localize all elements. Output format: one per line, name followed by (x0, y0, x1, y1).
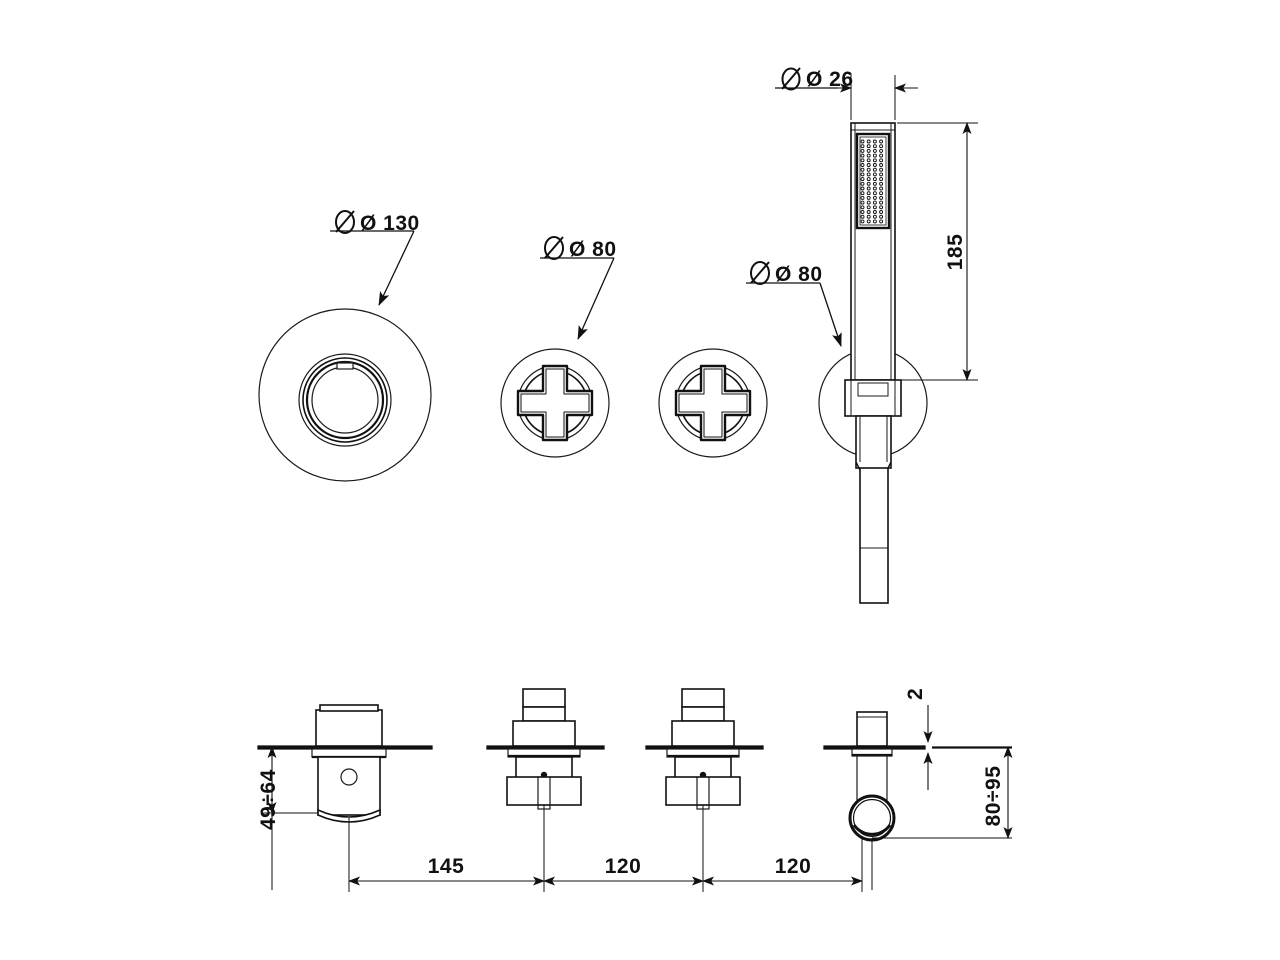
handshower-assembly (844, 122, 902, 604)
dim-height-80-95: 80÷95 (982, 746, 1013, 839)
cross-handle-escutcheon-right (658, 348, 768, 458)
handshower-spray-face (855, 132, 891, 230)
spray-holes (860, 139, 884, 224)
dim-label-120-a: 120 (605, 855, 642, 878)
outlet-elbow-side (823, 711, 1012, 890)
dim-label-80-95: 80÷95 (982, 766, 1005, 827)
dim-label-49-64: 49÷64 (257, 769, 280, 830)
dim-height-49-64: 49÷64 (257, 746, 318, 890)
dia-symbol-80-handle (544, 236, 564, 260)
dim-spacing-chain: 145 120 120 (348, 805, 863, 892)
dim-thickness-2: 2 (904, 688, 933, 790)
dim-label-120-b: 120 (775, 855, 812, 878)
dim-dia-80-handle: Ø 80 (540, 236, 617, 340)
dim-label-26: Ø 26 (806, 68, 854, 91)
dim-label-80-handle: Ø 80 (569, 238, 617, 261)
dia-symbol-80-outlet (750, 261, 770, 285)
valve-body-left-side (486, 688, 605, 890)
dim-label-2: 2 (904, 688, 927, 700)
dim-dia-26: Ø 26 (775, 67, 918, 120)
dim-dia-80-outlet: Ø 80 (746, 261, 842, 347)
dim-label-80-outlet: Ø 80 (775, 263, 823, 286)
cross-handle-escutcheon-left (500, 348, 610, 458)
dim-length-185: 185 (897, 122, 978, 381)
dia-symbol-130 (335, 210, 355, 234)
dia-symbol-26 (781, 67, 801, 91)
diverter-body-side (257, 704, 433, 890)
dim-label-185: 185 (944, 234, 967, 271)
dim-label-130: Ø 130 (360, 212, 420, 235)
diverter-escutcheon-front (258, 308, 432, 482)
dim-label-145: 145 (428, 855, 465, 878)
dim-dia-130: Ø 130 (330, 210, 420, 306)
